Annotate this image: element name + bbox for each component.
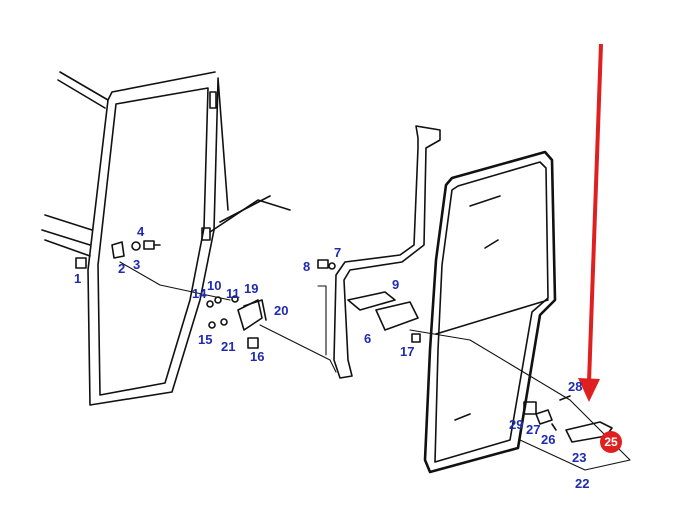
part-label-21: 21 [221, 339, 236, 354]
hinge-hardware-left [131, 240, 161, 251]
hinge-bracket [206, 295, 267, 349]
part-label-28: 28 [568, 379, 583, 394]
support-rod [317, 125, 441, 379]
part-label-8: 8 [303, 259, 311, 274]
part-label-26: 26 [541, 432, 556, 447]
part-label-25-highlighted: 25 [600, 431, 622, 453]
part-label-19: 19 [244, 281, 259, 296]
part-label-4: 4 [137, 224, 145, 239]
part-label-27: 27 [526, 422, 541, 437]
cab-frame [41, 71, 291, 406]
part-label-29: 29 [509, 417, 524, 432]
door-glass-panel [423, 150, 557, 474]
part-label-23: 23 [572, 450, 587, 465]
part-label-20: 20 [274, 303, 289, 318]
part-label-11: 11 [226, 286, 240, 301]
part-label-6: 6 [364, 331, 372, 346]
part-label-2: 2 [118, 261, 126, 276]
part-label-15: 15 [198, 332, 213, 347]
part-label-17: 17 [400, 344, 415, 359]
part-label-7: 7 [334, 245, 342, 260]
part-label-3: 3 [133, 257, 141, 272]
part-label-16: 16 [250, 349, 265, 364]
part-label-9: 9 [392, 277, 400, 292]
part-label-14: 14 [192, 286, 207, 301]
part-label-10: 10 [207, 278, 222, 293]
red-down-arrow [578, 43, 603, 402]
part-label-22: 22 [575, 476, 590, 491]
part-label-1: 1 [74, 271, 82, 286]
